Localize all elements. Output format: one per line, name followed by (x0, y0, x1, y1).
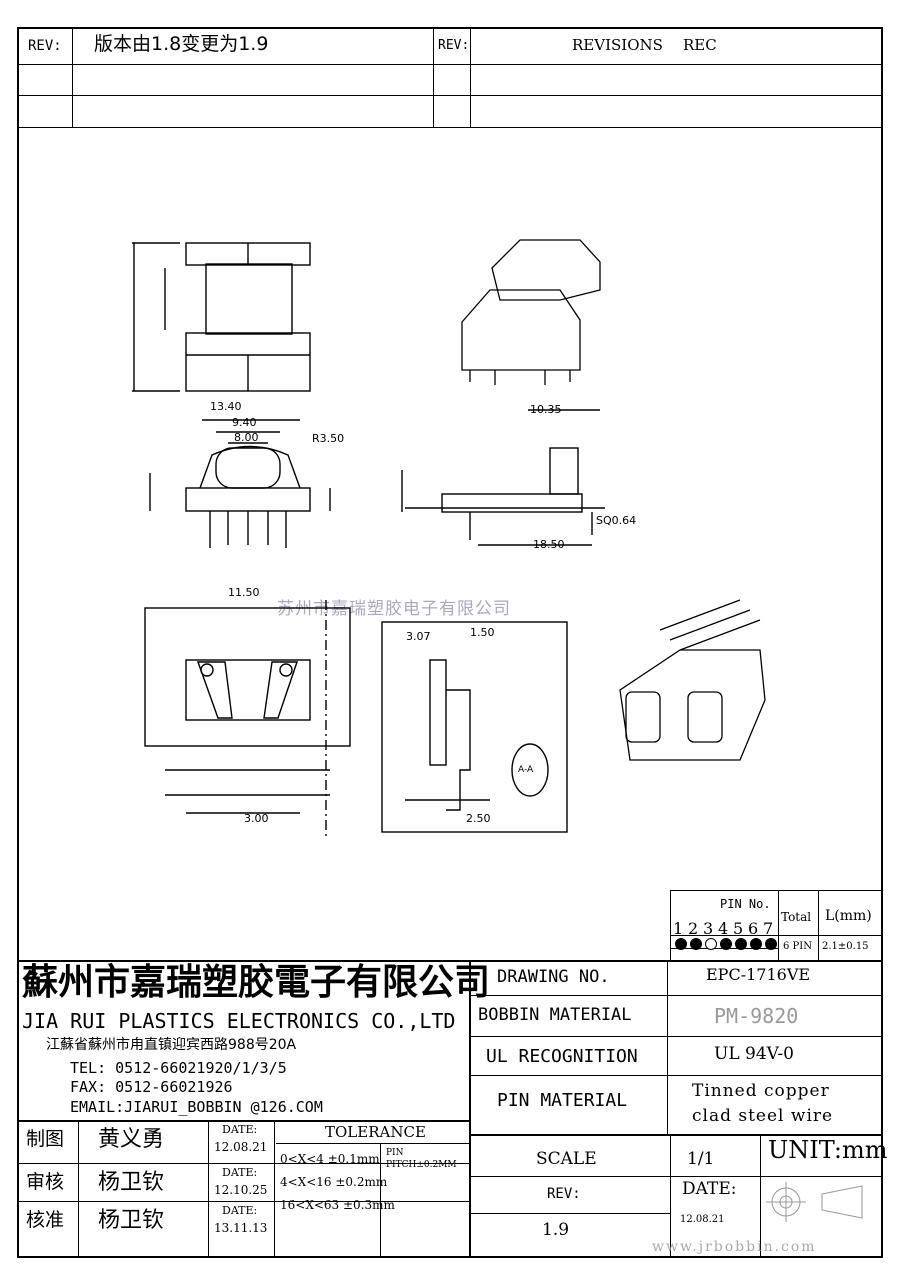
pin-number: 5 (733, 919, 744, 938)
pin-pitch-label: PIN (386, 1148, 404, 1158)
ul-label: UL RECOGNITION (486, 1046, 638, 1067)
total-value: 6 PIN (783, 941, 812, 952)
svg-text:10.35: 10.35 (530, 403, 562, 416)
svg-text:2.50: 2.50 (466, 812, 491, 825)
rev-value: 1.9 (542, 1220, 570, 1240)
pin-number: 1 (673, 919, 684, 938)
signoff-name: 杨卫钦 (98, 1208, 165, 1233)
signoff-name: 黄义勇 (98, 1127, 165, 1152)
signoff-date: 13.11.13 (214, 1221, 268, 1235)
total-label: Total (781, 910, 812, 924)
rev-label-2: REV: (438, 38, 470, 53)
pin-material-line-1: Tinned copper (692, 1081, 830, 1101)
pin-material-label: PIN MATERIAL (497, 1090, 628, 1111)
projection-symbol-icon (766, 1182, 863, 1222)
rev-label: REV: (28, 38, 62, 54)
signoff-role: 审核 (26, 1171, 65, 1193)
tolerance-title: TOLERANCE (325, 1123, 426, 1141)
signoff-date-label: DATE: (222, 1204, 258, 1217)
tolerance-row-2: 4<X<16 ±0.2mm (280, 1175, 388, 1189)
pin-no-label: PIN No. (720, 897, 771, 911)
pin-filled-icon (735, 938, 747, 950)
signoff-date-label: DATE: (222, 1123, 258, 1136)
pin-filled-icon (765, 938, 777, 950)
ul-value: UL 94V-0 (714, 1044, 794, 1064)
svg-text:R3.50: R3.50 (312, 432, 344, 445)
section-view (381, 621, 568, 833)
revisions-label: REVISIONS (572, 36, 663, 54)
svg-text:18.50: 18.50 (533, 538, 565, 551)
signoff-date: 12.10.25 (214, 1183, 268, 1197)
company-address: 江蘇省蘇州市甪直镇迎宾西路988号20A (46, 1037, 297, 1053)
pin-filled-icon (720, 938, 732, 950)
pin-number: 7 (763, 919, 774, 938)
pin-number: 6 (748, 919, 759, 938)
rev-note: 版本由1.8变更为1.9 (94, 33, 269, 55)
svg-text:9.40: 9.40 (232, 416, 257, 429)
pin-empty-icon (705, 938, 717, 950)
side-view (401, 409, 605, 546)
signoff-name: 杨卫钦 (98, 1170, 165, 1195)
top-view (132, 242, 311, 392)
length-label: L(mm) (825, 908, 872, 924)
length-value: 2.1±0.15 (822, 941, 869, 952)
company-tel: TEL: 0512-66021920/1/3/5 (70, 1059, 287, 1077)
watermark: 苏州市嘉瑞塑胶电子有限公司 (277, 599, 511, 619)
front-view (149, 419, 331, 548)
svg-text:13.40: 13.40 (210, 400, 242, 413)
signoff-date-label: DATE: (222, 1166, 258, 1179)
pin-pitch-value: PITCH±0.2MM (386, 1160, 457, 1170)
technical-drawing: 13.40 9.40 8.00 R3.50 10.35 18.50 SQ0.64… (132, 239, 766, 840)
bottom-view (144, 600, 351, 840)
company-email: EMAIL:JIARUI_BOBBIN @126.COM (70, 1098, 323, 1116)
svg-text:8.00: 8.00 (234, 431, 259, 444)
svg-text:A-A: A-A (518, 765, 534, 775)
company-name-cn: 蘇州市嘉瑞塑胶電子有限公司 (22, 962, 491, 1003)
pin-filled-icon (750, 938, 762, 950)
bobbin-material-label: BOBBIN MATERIAL (478, 1005, 632, 1025)
signoff-date: 12.08.21 (214, 1140, 268, 1154)
tolerance-row-1: 0<X<4 ±0.1mm (280, 1152, 380, 1166)
svg-text:1.50: 1.50 (470, 626, 495, 639)
drawing-frame (17, 27, 883, 1258)
tolerance-row-3: 16<X<63 ±0.3mm (280, 1198, 395, 1212)
svg-text:3.07: 3.07 (406, 630, 431, 643)
pin-number: 4 (718, 919, 729, 938)
rec-label: REC (683, 36, 717, 54)
signoff-role: 核准 (26, 1209, 65, 1231)
date-label-bottom: DATE: (682, 1179, 737, 1199)
company-fax: FAX: 0512-66021926 (70, 1078, 233, 1096)
drawing-labels: 13.40 9.40 8.00 R3.50 10.35 18.50 SQ0.64… (210, 400, 636, 825)
bobbin-material-value: PM-9820 (714, 1004, 799, 1028)
pin-number: 2 (688, 919, 699, 938)
drawing-no-label: DRAWING NO. (497, 967, 610, 987)
company-name-en: JIA RUI PLASTICS ELECTRONICS CO.,LTD (22, 1009, 456, 1033)
website: www.jrbobbin.com (652, 1239, 817, 1255)
svg-text:11.50: 11.50 (228, 586, 260, 599)
signoff-role: 制图 (26, 1128, 65, 1150)
svg-text:SQ0.64: SQ0.64 (596, 514, 636, 527)
scale-value: 1/1 (687, 1149, 715, 1169)
rev-label-bottom: REV: (547, 1186, 581, 1202)
date-value-bottom: 12.08.21 (680, 1214, 725, 1225)
unit-label: UNIT:mm (768, 1136, 888, 1164)
pin-filled-icon (675, 938, 687, 950)
isometric-top (461, 239, 601, 385)
drawing-no-value: EPC-1716VE (706, 965, 811, 984)
svg-text:3.00: 3.00 (244, 812, 269, 825)
scale-label: SCALE (536, 1149, 597, 1169)
pin-filled-icon (690, 938, 702, 950)
isometric-bottom (619, 599, 766, 761)
pin-number: 3 (703, 919, 714, 938)
pin-material-line-2: clad steel wire (692, 1106, 834, 1126)
